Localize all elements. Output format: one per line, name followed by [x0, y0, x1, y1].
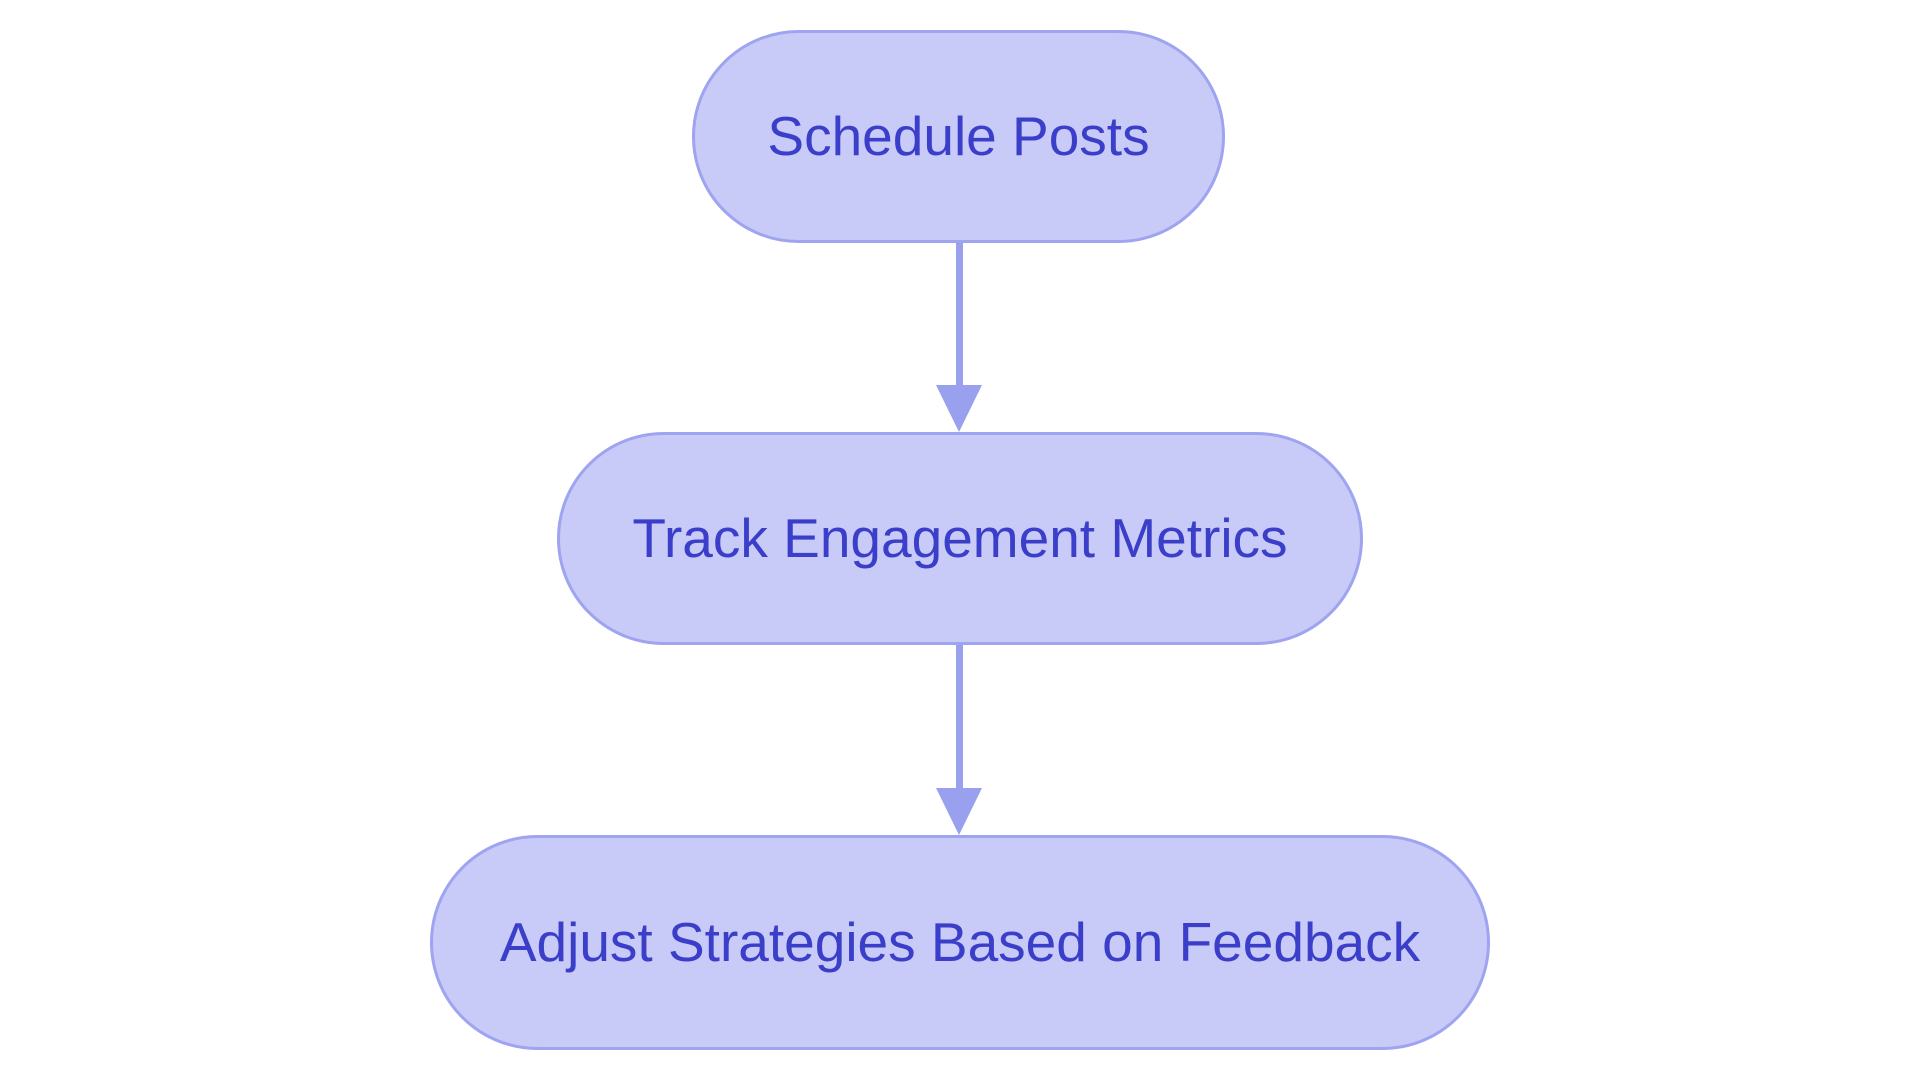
arrow-line: [956, 645, 963, 789]
node-label-schedule-posts: Schedule Posts: [767, 105, 1150, 168]
node-label-track-engagement-metrics: Track Engagement Metrics: [632, 507, 1288, 570]
arrow-down-icon: [936, 385, 982, 432]
node-label-adjust-strategies: Adjust Strategies Based on Feedback: [499, 911, 1421, 974]
arrow-line: [956, 243, 963, 386]
flow-node-track-engagement-metrics: Track Engagement Metrics: [557, 432, 1363, 645]
flow-node-adjust-strategies: Adjust Strategies Based on Feedback: [430, 835, 1490, 1050]
arrow-down-icon: [936, 788, 982, 835]
flow-node-schedule-posts: Schedule Posts: [692, 30, 1225, 243]
